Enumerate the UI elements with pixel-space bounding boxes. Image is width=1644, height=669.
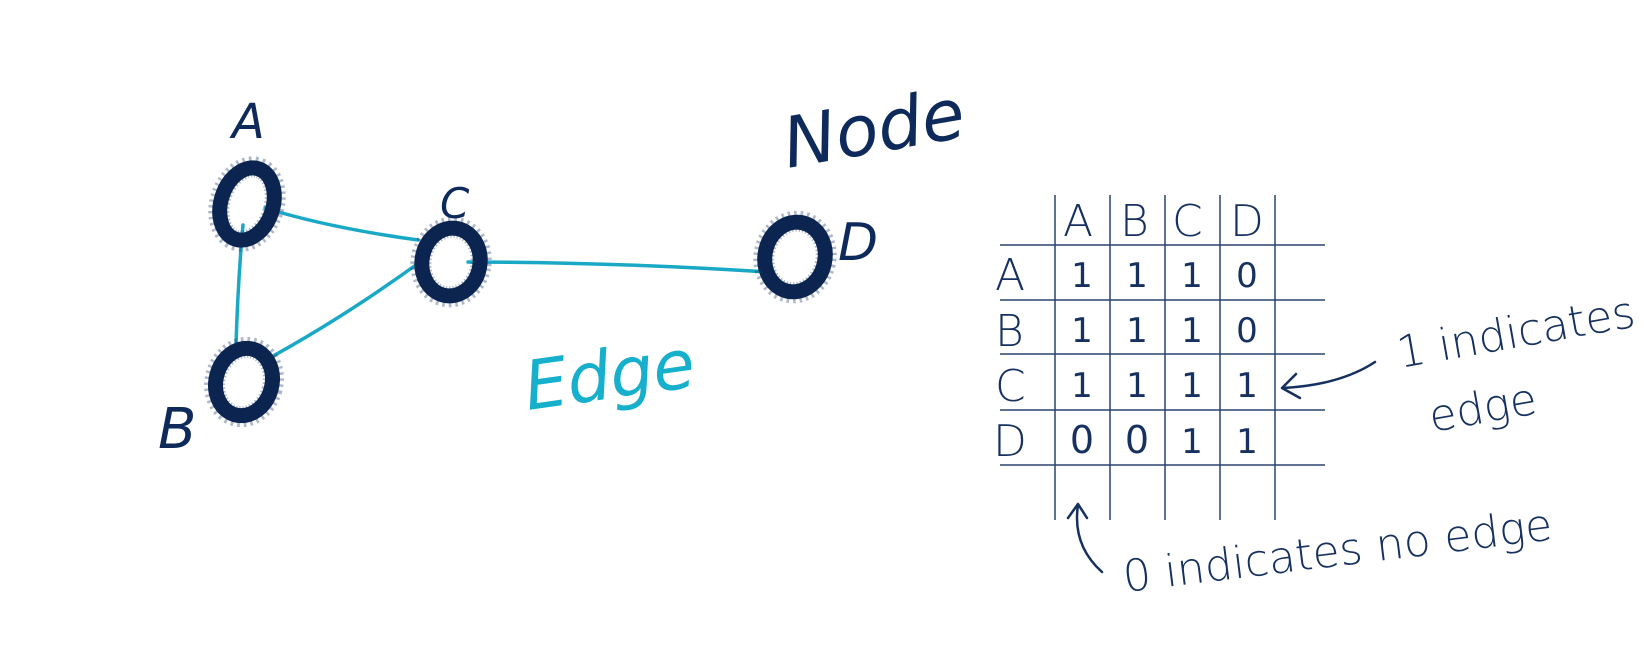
row-header-b: B: [995, 306, 1024, 357]
cell-c-a: 1: [1071, 366, 1093, 406]
col-header-b: B: [1120, 196, 1149, 247]
edge-annotation: Edge: [519, 325, 699, 427]
edge-c-d: [466, 260, 770, 274]
cell-b-a: 1: [1071, 311, 1093, 351]
cell-a-a: 1: [1071, 256, 1093, 296]
arrow-to-cell-d-a: [1075, 503, 1104, 574]
cell-d-d: 1: [1236, 422, 1258, 462]
col-header-a: A: [1063, 196, 1093, 247]
cell-a-b: 1: [1126, 256, 1148, 296]
cell-c-c: 1: [1181, 366, 1203, 406]
node-b: [204, 336, 284, 428]
matrix-row-headers: A B C D: [993, 250, 1027, 467]
matrix-cells: 1 1 1 0 1 1 1 0 1 1 1 1 0 0 1 1: [1070, 256, 1258, 462]
row-header-d: D: [993, 416, 1027, 467]
node-label-b: B: [158, 397, 196, 462]
node-label-a: A: [229, 94, 265, 150]
cell-d-b: 0: [1125, 418, 1149, 462]
arrow-head-one: [1280, 372, 1302, 400]
node-labels: A B C D: [158, 94, 878, 462]
zero-indicates-no-edge-annotation: 0 indicates no edge: [1066, 500, 1555, 603]
cell-d-c: 1: [1181, 422, 1203, 462]
node-c: [410, 216, 492, 308]
col-header-d: D: [1230, 196, 1264, 247]
zero-indicates-label: 0 indicates no edge: [1120, 500, 1555, 603]
graph-nodes: [204, 156, 837, 428]
node-annotation: Node: [777, 72, 971, 184]
cell-c-b: 1: [1126, 366, 1148, 406]
one-indicates-label: 1 indicates: [1393, 287, 1639, 379]
edge-label: edge: [1425, 374, 1541, 443]
one-indicates-edge-annotation: 1 indicates edge: [1280, 287, 1639, 443]
row-header-a: A: [995, 250, 1025, 301]
node-label-d: D: [838, 213, 878, 273]
cell-b-d: 0: [1236, 311, 1258, 351]
cell-a-d: 0: [1236, 256, 1258, 296]
cell-b-b: 1: [1126, 311, 1148, 351]
edge-b-c: [260, 260, 422, 364]
cell-b-c: 1: [1181, 311, 1203, 351]
matrix-column-headers: A B C D: [1063, 196, 1264, 247]
arrow-to-cell-c-d: [1281, 360, 1377, 390]
edge-a-c: [263, 206, 420, 242]
node-label-c: C: [440, 179, 470, 228]
node-a: [208, 156, 286, 252]
row-header-c: C: [995, 361, 1026, 412]
matrix-grid: [1000, 195, 1325, 520]
graph-edges: [234, 206, 770, 364]
cell-c-d: 1: [1236, 366, 1258, 406]
adjacency-matrix: A B C D A B C D 1 1 1 0 1 1 1 0 1 1 1 1 …: [993, 195, 1325, 520]
col-header-c: C: [1172, 196, 1203, 247]
arrow-head-zero: [1066, 502, 1089, 520]
node-d: [753, 210, 837, 304]
cell-a-c: 1: [1181, 256, 1203, 296]
cell-d-a: 0: [1070, 418, 1094, 462]
